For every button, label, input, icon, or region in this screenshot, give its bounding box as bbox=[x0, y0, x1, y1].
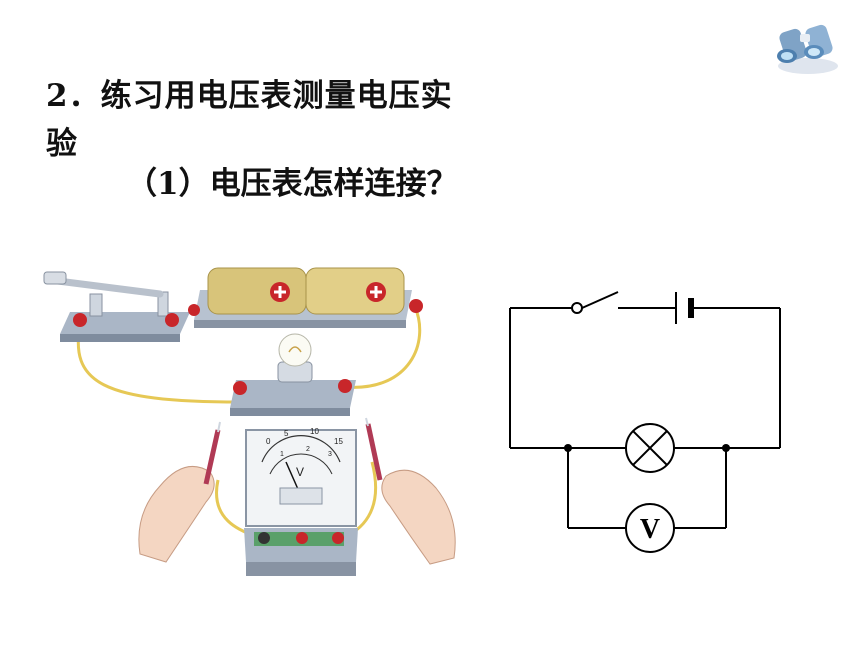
knife-switch bbox=[43, 271, 190, 342]
slide-heading: 2．练习用电压表测量电压实验 bbox=[46, 78, 453, 162]
meter-tick-0: 0 bbox=[266, 437, 271, 446]
meter-tick-5: 5 bbox=[284, 429, 289, 438]
slide-subheading: （1）电压表怎样连接？ bbox=[126, 166, 458, 202]
binoculars-icon bbox=[777, 24, 838, 74]
meter-tick-15: 15 bbox=[334, 437, 343, 446]
meter-tick-10: 10 bbox=[310, 427, 319, 436]
battery-pack bbox=[188, 267, 423, 328]
battery-symbol bbox=[675, 292, 694, 324]
meter-tick-3: 3 bbox=[328, 451, 332, 458]
circuit-schematic: V bbox=[509, 291, 781, 553]
right-hand-with-probe bbox=[365, 417, 456, 565]
lightbulb-icon bbox=[230, 333, 356, 416]
junction-left bbox=[564, 444, 572, 452]
voltmeter-symbol bbox=[625, 503, 675, 553]
meter-tick-2: 2 bbox=[306, 446, 310, 453]
meter-unit-label: V bbox=[296, 465, 304, 479]
voltmeter-label: V bbox=[640, 514, 660, 545]
voltmeter-device bbox=[244, 429, 358, 576]
junction-right bbox=[722, 444, 730, 452]
circuit-apparatus-illustration: 0 5 10 15 1 2 3 V bbox=[43, 267, 456, 576]
meter-tick-1: 1 bbox=[280, 451, 284, 458]
switch-pivot bbox=[571, 302, 583, 314]
lamp-cross-icon bbox=[625, 423, 675, 473]
left-hand-with-probe bbox=[138, 421, 221, 563]
